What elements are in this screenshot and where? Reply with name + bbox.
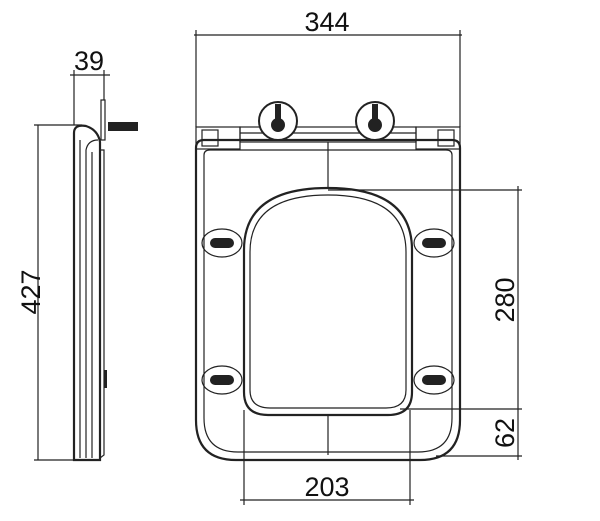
bolt-icon xyxy=(108,122,138,131)
side-view xyxy=(72,99,138,462)
hinge-plate xyxy=(100,99,106,141)
dimension-label-62: 62 xyxy=(490,418,520,448)
hinge-cap-right xyxy=(355,101,395,141)
dimension-overall-length: 427 xyxy=(16,124,82,461)
dimension-opening-width: 203 xyxy=(240,410,414,505)
bumper xyxy=(413,365,455,395)
dimension-label-280: 280 xyxy=(490,277,520,322)
top-view xyxy=(194,101,462,462)
bumper xyxy=(201,228,243,258)
dimension-side-depth: 39 xyxy=(70,46,110,125)
dimension-label-427: 427 xyxy=(16,269,46,314)
dimension-label-39: 39 xyxy=(74,46,104,76)
bumper xyxy=(413,228,455,258)
dimension-label-203: 203 xyxy=(304,472,349,502)
dimension-overall-width: 344 xyxy=(194,7,462,127)
dimension-opening-length: 280 62 xyxy=(328,186,522,460)
hinge-cap-left xyxy=(258,101,298,141)
dimension-label-344: 344 xyxy=(304,7,349,37)
bumper xyxy=(201,365,243,395)
